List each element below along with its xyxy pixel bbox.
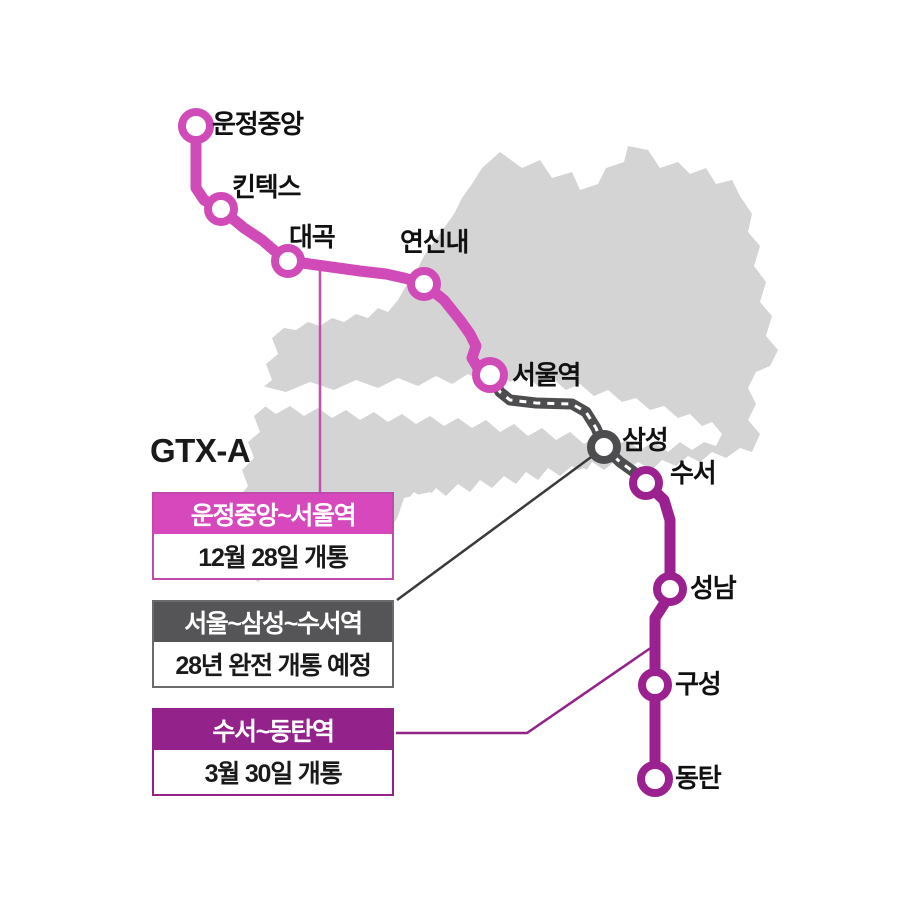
station-label-daegok: 대곡 <box>289 222 336 252</box>
legend-box-seoul-samseong-suseo[interactable]: 서울~삼성~수서역 28년 완전 개통 예정 <box>152 600 394 688</box>
legend-status-label-0: 12월 28일 개통 <box>154 534 392 578</box>
legend-segment-label-0: 운정중앙~서울역 <box>154 494 392 534</box>
page-title: GTX-A <box>150 432 251 469</box>
station-marker-seongnam[interactable] <box>653 572 687 606</box>
station-label-seoul-station: 서울역 <box>512 360 581 390</box>
station-marker-suseo[interactable] <box>629 466 663 500</box>
station-marker-dongtan[interactable] <box>637 761 673 797</box>
legend-status-label-2: 3월 30일 개통 <box>154 750 392 794</box>
leader-line-dongtan <box>396 643 656 735</box>
station-label-suseo: 수서 <box>670 458 717 488</box>
station-label-seongnam: 성남 <box>690 573 737 603</box>
station-markers <box>178 108 687 797</box>
station-marker-guseong[interactable] <box>638 668 672 702</box>
legend-segment-label-2: 수서~동탄역 <box>154 710 392 750</box>
station-marker-daegok[interactable] <box>271 244 305 278</box>
station-marker-samseong[interactable] <box>587 430 621 464</box>
route-segment-south <box>640 477 676 785</box>
legend-status-label-1: 28년 완전 개통 예정 <box>154 642 392 686</box>
station-label-unjeongjungang: 운정중앙 <box>212 109 304 139</box>
legend-segment-label-1: 서울~삼성~수서역 <box>154 602 392 642</box>
legend-box-suseo-dongtan[interactable]: 수서~동탄역 3월 30일 개통 <box>152 708 394 796</box>
station-marker-seouls-station[interactable] <box>472 357 508 393</box>
station-label-guseong: 구성 <box>675 669 722 699</box>
station-marker-kintex[interactable] <box>204 192 238 226</box>
station-marker-yeonsinnae[interactable] <box>407 267 441 301</box>
station-label-samseong: 삼성 <box>622 425 669 455</box>
station-marker-unjeongjungang[interactable] <box>178 108 214 144</box>
station-label-kintex: 킨텍스 <box>232 172 301 202</box>
map-region-shape <box>238 146 778 582</box>
station-label-dongtan: 동탄 <box>675 763 722 793</box>
station-label-yeonsinnae: 연신내 <box>400 227 469 257</box>
leader-line-samseong <box>396 450 599 602</box>
legend-box-unjeongjungang-seoul[interactable]: 운정중앙~서울역 12월 28일 개통 <box>152 492 394 580</box>
